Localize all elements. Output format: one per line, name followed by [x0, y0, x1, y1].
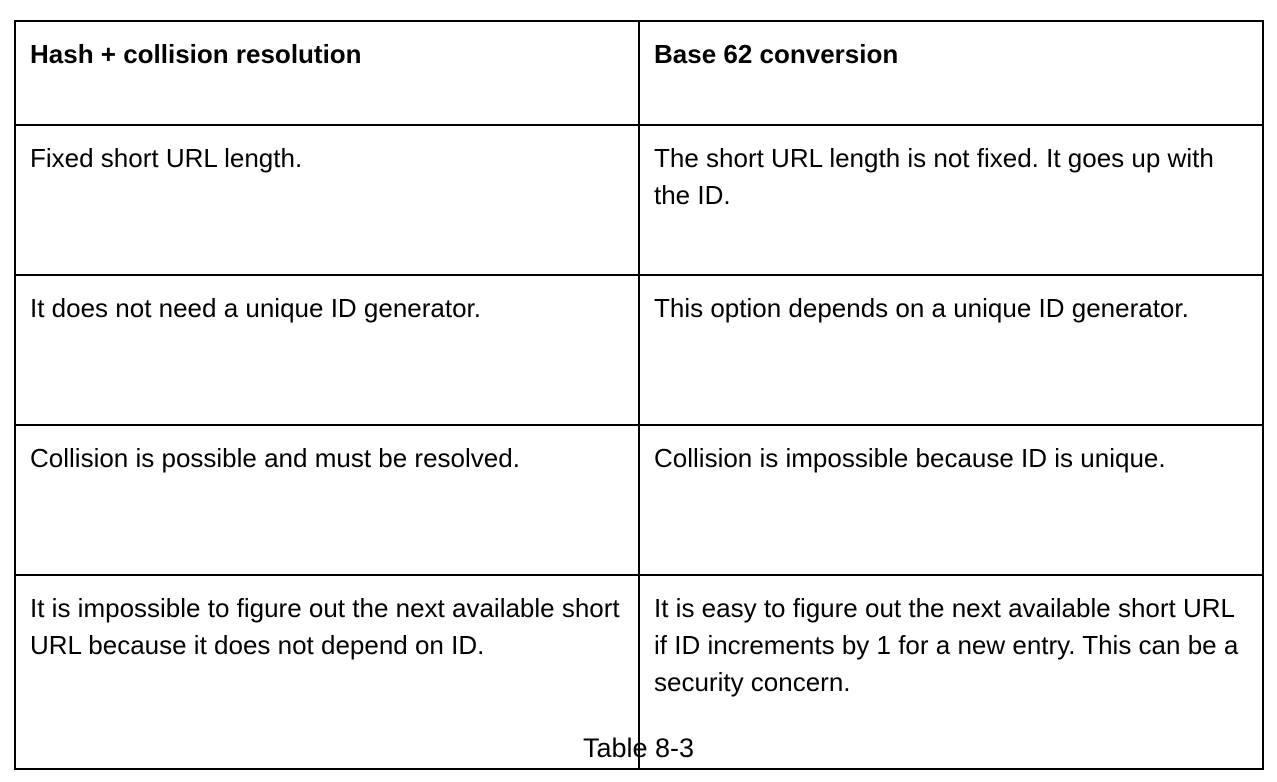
table-cell-left: Fixed short URL length.	[14, 124, 640, 276]
cell-text: This option depends on a unique ID gener…	[654, 293, 1189, 323]
table-cell-right: The short URL length is not fixed. It go…	[638, 124, 1264, 276]
table-row: Collision is possible and must be resolv…	[14, 424, 1264, 576]
table-cell-right: Collision is impossible because ID is un…	[638, 424, 1264, 576]
cell-text: It does not need a unique ID generator.	[30, 293, 482, 323]
table-cell-left: It does not need a unique ID generator.	[14, 274, 640, 426]
table-cell-left: Collision is possible and must be resolv…	[14, 424, 640, 576]
cell-text: Fixed short URL length.	[30, 143, 303, 173]
table-cell-right: It is easy to figure out the next availa…	[638, 574, 1264, 770]
table-caption: Table 8-3	[582, 733, 695, 763]
cell-text: The short URL length is not fixed. It go…	[654, 143, 1214, 210]
cell-text: Collision is impossible because ID is un…	[654, 443, 1166, 473]
cell-text: It is impossible to figure out the next …	[30, 593, 620, 660]
table-header-row: Hash + collision resolution Base 62 conv…	[14, 20, 1264, 126]
table-body: Fixed short URL length. The short URL le…	[14, 124, 1264, 770]
column-header-label: Base 62 conversion	[654, 39, 899, 69]
table-row: It is impossible to figure out the next …	[14, 574, 1264, 770]
comparison-table: Hash + collision resolution Base 62 conv…	[14, 20, 1264, 770]
table-row: Fixed short URL length. The short URL le…	[14, 124, 1264, 276]
table-cell-left: It is impossible to figure out the next …	[14, 574, 640, 770]
column-header-label: Hash + collision resolution	[30, 39, 362, 69]
cell-text: It is easy to figure out the next availa…	[654, 593, 1239, 697]
column-header-base-62-conversion: Base 62 conversion	[638, 20, 1264, 126]
table-row: It does not need a unique ID generator. …	[14, 274, 1264, 426]
table-cell-right: This option depends on a unique ID gener…	[638, 274, 1264, 426]
column-header-hash-collision-resolution: Hash + collision resolution	[14, 20, 640, 126]
cell-text: Collision is possible and must be resolv…	[30, 443, 520, 473]
table-header: Hash + collision resolution Base 62 conv…	[14, 20, 1264, 126]
